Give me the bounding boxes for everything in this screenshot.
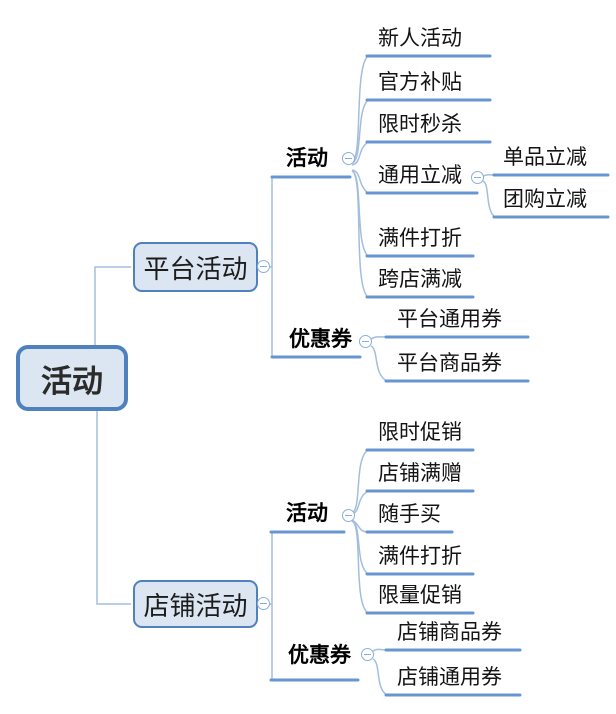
topic-cross-store-discount[interactable]: 跨店满减 (378, 268, 462, 291)
topic-store-product-coupon[interactable]: 店铺商品券 (397, 621, 502, 644)
topic-store-general-coupon[interactable]: 店铺通用券 (397, 666, 502, 689)
collapse-icon[interactable] (342, 152, 355, 165)
node-root[interactable]: 活动 (16, 345, 128, 411)
topic-quantity-discount-platform[interactable]: 满件打折 (378, 227, 462, 250)
topic-group-buy-discount[interactable]: 团购立减 (503, 188, 587, 211)
node-shop-activities[interactable]: 店铺活动 (133, 580, 258, 628)
topic-platform-general-coupon[interactable]: 平台通用券 (397, 308, 502, 331)
group-label-shop-activities-sub[interactable]: 活动 (286, 502, 328, 525)
topic-store-gift[interactable]: 店铺满赠 (378, 462, 462, 485)
topic-official-subsidy[interactable]: 官方补贴 (378, 71, 462, 94)
collapse-icon[interactable] (257, 597, 270, 610)
collapse-icon[interactable] (361, 648, 374, 661)
group-label-platform-activities-sub[interactable]: 活动 (286, 147, 328, 170)
topic-general-discount[interactable]: 通用立减 (378, 164, 462, 187)
topic-flash-sale[interactable]: 限时秒杀 (378, 113, 462, 136)
node-platform-activities[interactable]: 平台活动 (133, 242, 258, 292)
collapse-icon[interactable] (359, 335, 372, 348)
topic-limited-qty-promo[interactable]: 限量促销 (378, 584, 462, 607)
collapse-icon[interactable] (257, 260, 270, 273)
topic-single-item-discount[interactable]: 单品立减 (503, 146, 587, 169)
collapse-icon[interactable] (342, 509, 355, 522)
topic-platform-product-coupon[interactable]: 平台商品券 (397, 352, 502, 375)
group-label-platform-coupons[interactable]: 优惠券 (289, 328, 352, 351)
topic-new-user-activity[interactable]: 新人活动 (378, 27, 462, 50)
group-label-shop-coupons[interactable]: 优惠券 (288, 644, 351, 667)
collapse-icon[interactable] (471, 171, 484, 184)
topic-quick-buy[interactable]: 随手买 (378, 503, 441, 526)
topic-quantity-discount-shop[interactable]: 满件打折 (378, 545, 462, 568)
topic-limited-time-promo[interactable]: 限时促销 (378, 421, 462, 444)
